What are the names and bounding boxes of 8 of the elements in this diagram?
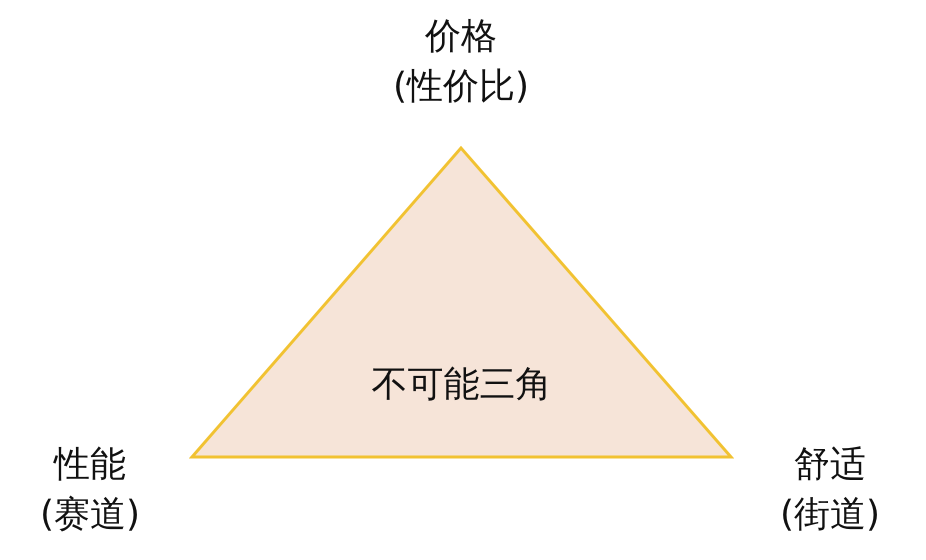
triangle-shape	[189, 145, 734, 460]
corner-sublabel: (街道)	[778, 493, 882, 537]
triangle-title: 不可能三角	[370, 363, 552, 407]
corner-label: 性能	[52, 443, 127, 487]
corner-sublabel: (性价比)	[392, 65, 530, 109]
corner-sublabel: (赛道)	[38, 493, 142, 537]
corner-label: 价格	[424, 15, 498, 59]
corner-label: 舒适	[793, 443, 867, 487]
